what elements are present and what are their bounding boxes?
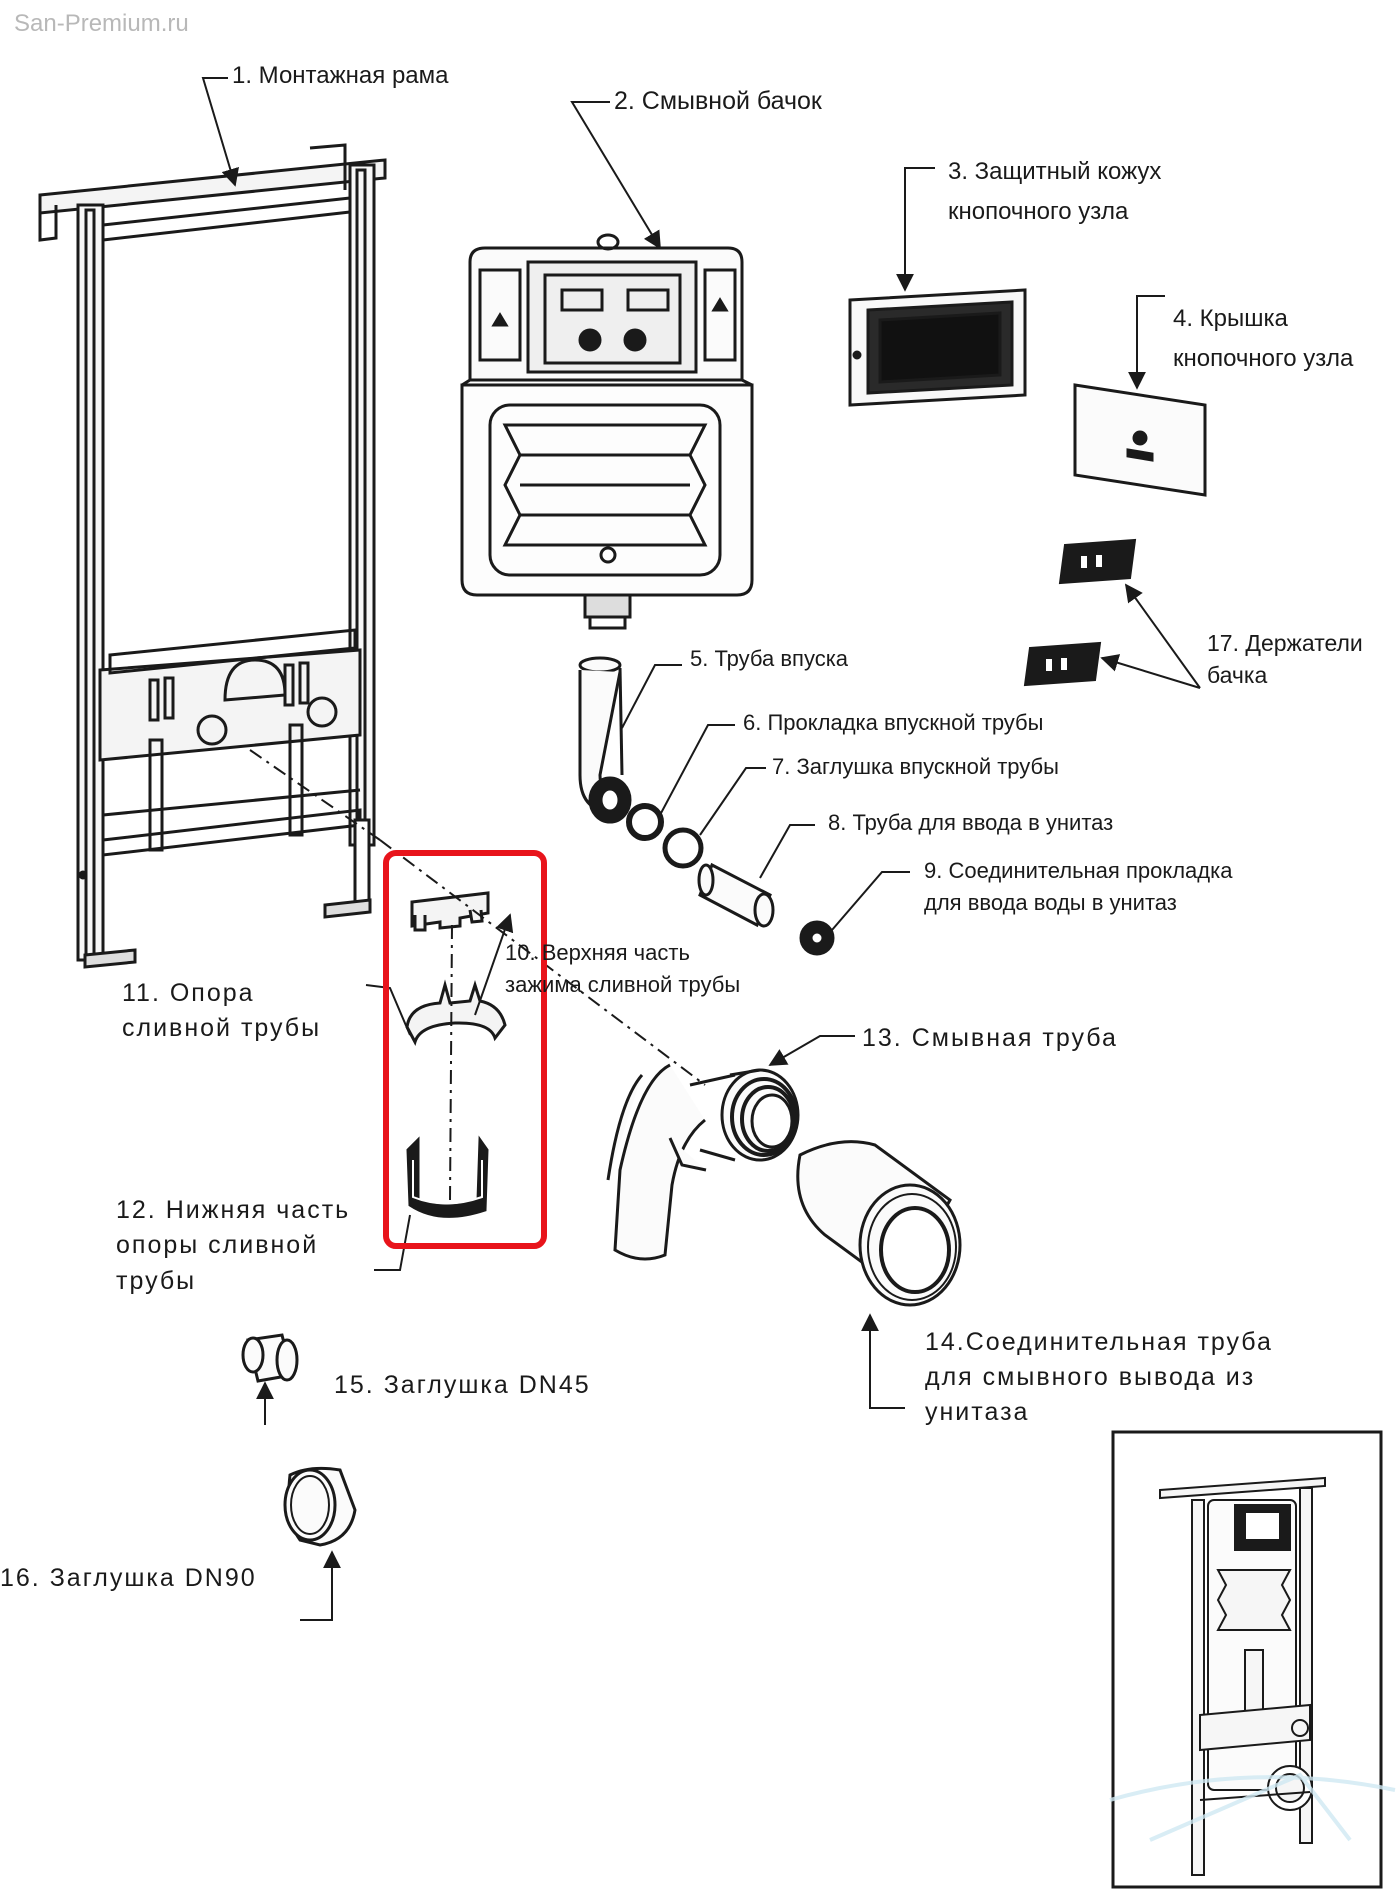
label-connecting-pipe-line2: для смывного вывода из (925, 1363, 1256, 1391)
label-lower-support-line3: трубы (116, 1267, 197, 1295)
button-casing (848, 288, 1027, 407)
button-cover (1073, 383, 1207, 497)
label-drain-support-line2: сливной трубы (122, 1014, 322, 1042)
label-cap-dn45: 15. Заглушка DN45 (334, 1371, 591, 1399)
leader-lines (201, 77, 1201, 1621)
label-cover-line1: 4. Крышка (1173, 305, 1288, 332)
label-flush-cistern: 2. Смывной бачок (614, 87, 822, 115)
label-cistern-holders-line2: бачка (1207, 662, 1268, 688)
label-casing-line1: 3. Защитный кожух (948, 158, 1162, 185)
label-cover-line2: кнопочного узла (1173, 345, 1354, 372)
flush-cistern (460, 233, 754, 630)
label-flush-pipe: 13. Смывная труба (862, 1024, 1118, 1052)
label-connecting-pipe-line3: унитаза (925, 1398, 1030, 1426)
label-casing-line2: кнопочного узла (948, 198, 1129, 225)
label-clamp-top-line2: зажима сливной трубы (505, 972, 741, 997)
caps (241, 1333, 357, 1547)
installed-view-inset (1109, 1430, 1396, 1889)
drain-supports (405, 891, 507, 1218)
label-connecting-gasket-line1: 9. Соединительная прокладка (924, 858, 1233, 883)
connecting-pipe (796, 1140, 962, 1307)
flush-pipe (606, 1063, 800, 1261)
label-lower-support-line1: 12. Нижняя часть (116, 1196, 351, 1224)
label-connecting-gasket-line2: для ввода воды в унитаз (924, 890, 1177, 915)
cistern-holders (1023, 538, 1137, 687)
label-drain-support-line1: 11. Опора (122, 979, 255, 1007)
label-connecting-pipe-line1: 14.Соединительная труба (925, 1328, 1273, 1356)
watermark-text: San-Premium.ru (14, 10, 189, 37)
label-cistern-holders-line1: 17. Держатели (1207, 630, 1363, 656)
label-inlet-plug: 7. Заглушка впускной трубы (772, 754, 1059, 779)
label-inlet-gasket: 6. Прокладка впускной трубы (743, 710, 1044, 735)
label-mounting-frame: 1. Монтажная рама (232, 62, 449, 89)
label-lower-support-line2: опоры сливной (116, 1231, 319, 1259)
mounting-frame (38, 143, 387, 969)
label-inlet-pipe: 5. Труба впуска (690, 646, 849, 671)
label-cap-dn90: 16. Заглушка DN90 (0, 1564, 257, 1592)
highlight-box (383, 850, 547, 1249)
label-toilet-inlet-pipe: 8. Труба для ввода в унитаз (828, 810, 1114, 835)
label-clamp-top-line1: 10. Верхняя часть (505, 940, 690, 965)
inlet-parts (578, 656, 835, 956)
